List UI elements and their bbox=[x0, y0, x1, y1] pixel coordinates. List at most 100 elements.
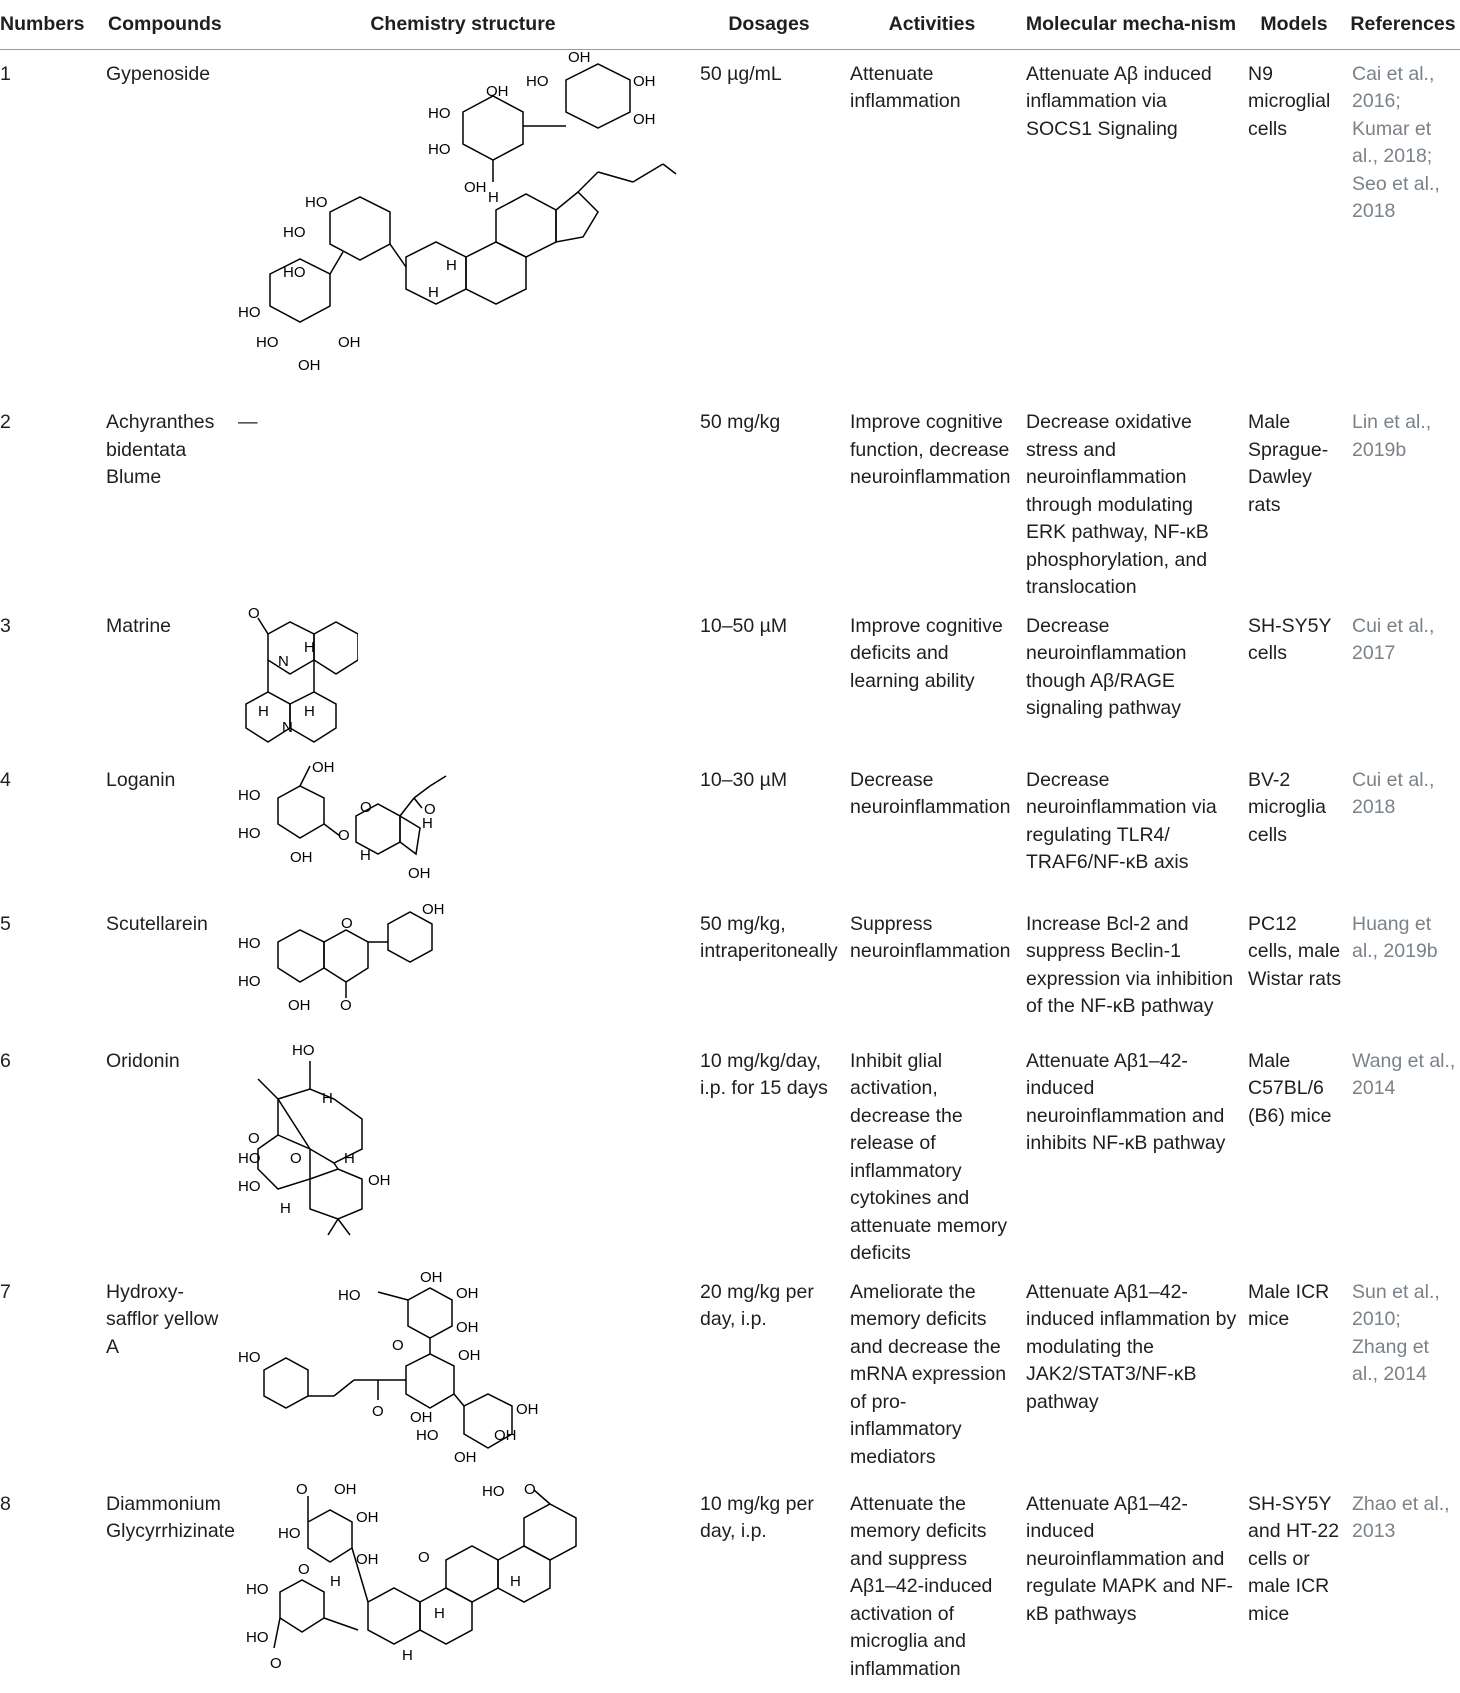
svg-text:H: H bbox=[434, 1605, 445, 1622]
svg-text:OH: OH bbox=[456, 1285, 479, 1302]
cell-activity: Ameliorate the memory deficits and decre… bbox=[850, 1280, 1007, 1468]
cell-dosage: 50 mg/kg bbox=[700, 411, 781, 433]
svg-text:OH: OH bbox=[290, 849, 313, 866]
cell-activity: Improve cognitive deficits and learning … bbox=[850, 614, 1003, 692]
cell-structure: — bbox=[238, 411, 258, 433]
cell-structure: OH HO OH OH OH HO HO OH H H H HO HO HO H… bbox=[232, 49, 694, 398]
svg-text:H: H bbox=[304, 703, 315, 720]
cell-number: 3 bbox=[0, 614, 11, 637]
header-models: Models bbox=[1242, 0, 1346, 50]
cell-model: Male C57BL/6 (B6) mice bbox=[1248, 1049, 1332, 1127]
svg-text:HO: HO bbox=[238, 304, 261, 321]
cell-mechanism: Attenuate Aβ induced inflammation via SO… bbox=[1026, 62, 1212, 140]
cell-mechanism: Attenuate Aβ1–42-induced inflammation by… bbox=[1026, 1280, 1237, 1413]
cell-reference: Huang et al., 2019b bbox=[1352, 912, 1438, 963]
cell-compound: Scutellarein bbox=[106, 912, 208, 935]
header-compounds: Compounds bbox=[96, 0, 232, 50]
svg-text:HO: HO bbox=[278, 1525, 301, 1542]
svg-text:OH: OH bbox=[633, 111, 656, 128]
cell-number: 4 bbox=[0, 768, 11, 791]
svg-text:N: N bbox=[278, 653, 289, 670]
gypenoside-structure-image: OH HO OH OH OH HO HO OH H H H HO HO HO H… bbox=[238, 52, 677, 374]
svg-text:OH: OH bbox=[368, 1172, 391, 1189]
svg-text:O: O bbox=[290, 1150, 302, 1167]
svg-text:OH: OH bbox=[356, 1509, 379, 1526]
cell-model: PC12 cells, male Wistar rats bbox=[1248, 912, 1342, 990]
svg-text:O: O bbox=[296, 1482, 308, 1498]
cell-model: SH-SY5Y and HT-22 cells or male ICR mice bbox=[1248, 1492, 1340, 1625]
svg-text:HO: HO bbox=[238, 825, 261, 842]
hydroxysafflor-structure-image: OH HO OH OH O OH HO O OH OH HO OH OH bbox=[238, 1270, 539, 1466]
cell-dosage: 10–30 µM bbox=[700, 768, 788, 791]
cell-number: 8 bbox=[0, 1492, 11, 1515]
cell-compound: Hydroxy-safflor yellow A bbox=[106, 1280, 219, 1358]
cell-activity: Attenuate the memory deficits and suppre… bbox=[850, 1492, 993, 1680]
svg-text:HO: HO bbox=[238, 1150, 261, 1167]
cell-dosage: 50 mg/kg, intraperitoneally bbox=[700, 912, 838, 963]
cell-reference: Lin et al., 2019b bbox=[1352, 411, 1432, 461]
svg-text:HO: HO bbox=[238, 1178, 261, 1195]
cell-mechanism: Decrease neuroinflammation though Aβ/RAG… bbox=[1026, 614, 1187, 720]
svg-text:H: H bbox=[422, 815, 433, 832]
loganin-structure-image: OH HO HO OH O O O H H OH bbox=[238, 759, 447, 882]
svg-text:O: O bbox=[524, 1482, 536, 1498]
svg-text:H: H bbox=[280, 1200, 291, 1217]
svg-text:HO: HO bbox=[246, 1581, 269, 1598]
matrine-structure-image: O N H H H N bbox=[245, 605, 358, 743]
cell-mechanism: Decrease neuroinflammation via regulatin… bbox=[1026, 768, 1217, 874]
cell-mechanism: Decrease oxidative stress and neuroinfla… bbox=[1026, 411, 1209, 598]
svg-text:OH: OH bbox=[516, 1401, 539, 1418]
svg-text:HO: HO bbox=[246, 1629, 269, 1646]
cell-model: BV-2 microglia cells bbox=[1248, 768, 1327, 846]
svg-text:OH: OH bbox=[356, 1551, 379, 1568]
table-row: 7 Hydroxy-safflor yellow A bbox=[0, 1268, 1460, 1480]
header-structure: Chemistry structure bbox=[232, 0, 694, 50]
svg-text:OH: OH bbox=[312, 759, 335, 776]
cell-compound: Oridonin bbox=[106, 1049, 180, 1072]
cell-number: 2 bbox=[0, 411, 11, 433]
cell-structure: OH HO OH OH O OH HO O OH OH HO OH OH bbox=[232, 1268, 694, 1480]
cell-reference: Cui et al., 2017 bbox=[1352, 614, 1435, 665]
svg-text:H: H bbox=[344, 1150, 355, 1167]
scutellarein-structure-image: OH O HO HO OH O bbox=[238, 902, 445, 1014]
svg-text:OH: OH bbox=[422, 902, 445, 918]
cell-dosage: 10–50 µM bbox=[700, 614, 788, 637]
svg-text:H: H bbox=[360, 847, 371, 864]
cell-dosage: 50 µg/mL bbox=[700, 62, 782, 85]
cell-compound: Achyranthes bidentata Blume bbox=[106, 411, 215, 488]
cell-mechanism: Attenuate Aβ1–42-induced neuroinflammati… bbox=[1026, 1049, 1226, 1155]
cell-compound: Diammonium Glycyrrhizinate bbox=[106, 1492, 235, 1543]
svg-text:O: O bbox=[248, 605, 260, 622]
cell-reference: Cui et al., 2018 bbox=[1352, 768, 1435, 819]
table-row: 8 Diammonium Glycyrrhizinate bbox=[0, 1480, 1460, 1685]
svg-text:H: H bbox=[330, 1573, 341, 1590]
svg-text:HO: HO bbox=[256, 334, 279, 351]
svg-text:HO: HO bbox=[238, 1349, 261, 1366]
cell-reference: Sun et al., 2010; Zhang et al., 2014 bbox=[1352, 1280, 1440, 1386]
cell-activity: Suppress neuroinflammation bbox=[850, 912, 1011, 963]
table-row: 1 Gypenoside bbox=[0, 49, 1460, 398]
cell-dosage: 10 mg/kg/day, i.p. for 15 days bbox=[700, 1049, 828, 1100]
cell-mechanism: Attenuate Aβ1–42-induced neuroinflammati… bbox=[1026, 1492, 1234, 1625]
svg-text:OH: OH bbox=[568, 52, 591, 66]
svg-text:HO: HO bbox=[428, 105, 451, 122]
header-activities: Activities bbox=[844, 0, 1020, 50]
svg-text:HO: HO bbox=[238, 935, 261, 952]
table-row: 3 Matrine O N H H bbox=[0, 602, 1460, 756]
header-numbers: Numbers bbox=[0, 0, 96, 50]
svg-text:HO: HO bbox=[238, 973, 261, 990]
svg-text:O: O bbox=[418, 1549, 430, 1566]
svg-text:HO: HO bbox=[416, 1427, 439, 1444]
cell-model: SH-SY5Y cells bbox=[1248, 614, 1332, 665]
oridonin-structure-image: HO H O HO O H HO OH H bbox=[238, 1042, 391, 1235]
svg-text:HO: HO bbox=[238, 787, 261, 804]
cell-activity: Inhibit glial activation, decrease the r… bbox=[850, 1049, 1008, 1265]
cell-activity: Decrease neuroinflammation bbox=[850, 768, 1011, 819]
cell-number: 6 bbox=[0, 1049, 11, 1072]
svg-text:HO: HO bbox=[283, 224, 306, 241]
cell-activity: Improve cognitive function, decrease neu… bbox=[850, 411, 1011, 488]
svg-text:OH: OH bbox=[464, 179, 487, 196]
table-row: 5 Scutellarein OH O HO HO OH O bbox=[0, 900, 1460, 1037]
svg-text:OH: OH bbox=[633, 73, 656, 90]
cell-number: 1 bbox=[0, 62, 11, 85]
